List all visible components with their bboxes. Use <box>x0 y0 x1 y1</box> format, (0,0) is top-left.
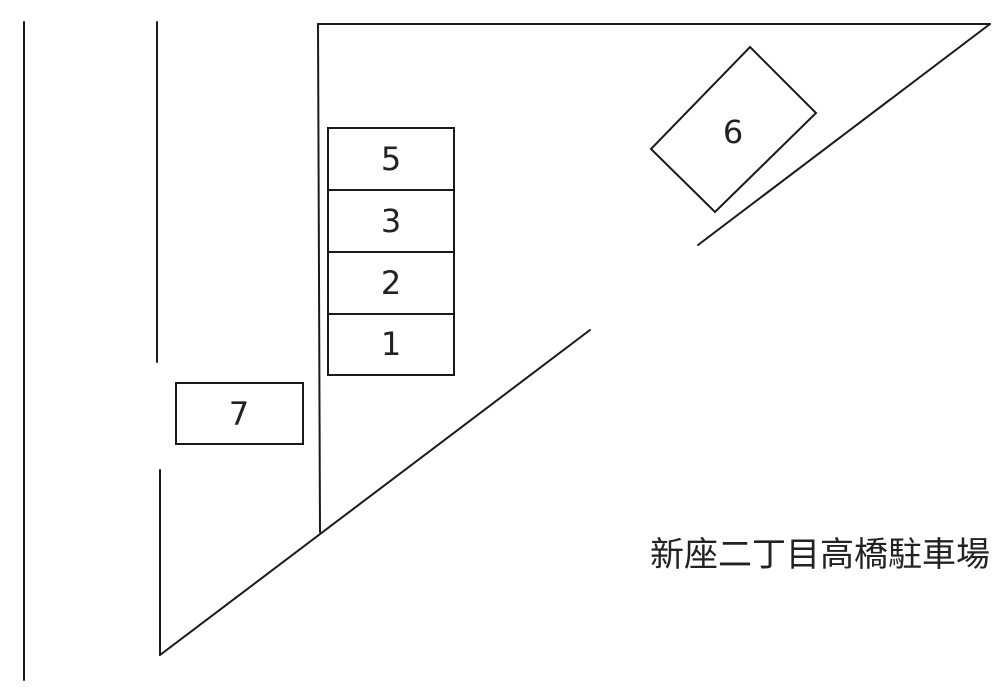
parking-space-5-label: 5 <box>381 140 401 178</box>
parking-space-3-label: 3 <box>381 202 401 240</box>
parking-space-2-label: 2 <box>381 264 401 302</box>
lot-boundary-diagonal-lower <box>159 329 591 656</box>
parking-space-1-outline <box>327 313 455 376</box>
parking-space-6: 6 <box>649 45 818 214</box>
lot-name-label: 新座二丁目高橋駐車場 <box>650 535 990 575</box>
parking-space-6-outline <box>649 45 818 214</box>
parking-space-3: 3 <box>327 189 455 253</box>
parking-space-1: 1 <box>327 313 455 376</box>
parking-space-7-outline <box>175 382 304 445</box>
parking-space-5: 5 <box>327 127 455 191</box>
parking-space-5-outline <box>327 127 455 191</box>
parking-space-7-label: 7 <box>229 395 249 433</box>
lot-boundary-diagonal-upper <box>697 23 991 246</box>
parking-space-2-outline <box>327 251 455 315</box>
lot-boundary-inner-left <box>317 23 321 533</box>
parking-space-6-label: 6 <box>723 113 743 151</box>
parking-space-7: 7 <box>175 382 304 445</box>
parking-space-2: 2 <box>327 251 455 315</box>
parking-space-1-label: 1 <box>381 325 401 363</box>
